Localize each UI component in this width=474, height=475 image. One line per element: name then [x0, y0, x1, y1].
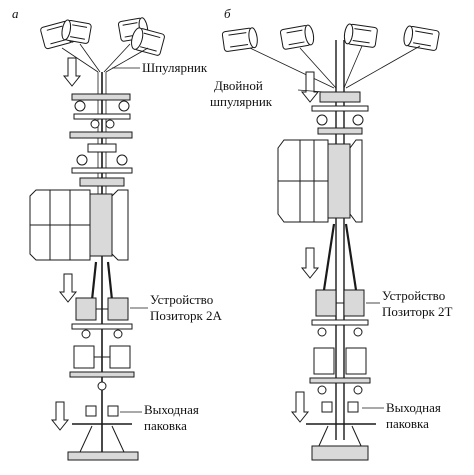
panel-a-letter: а	[12, 6, 19, 21]
positorq-2t-device	[311, 289, 369, 337]
label-creel-b-line1: Двойной	[214, 78, 263, 93]
godet-rolls-b	[309, 347, 371, 395]
panel-b-letter: б	[224, 6, 231, 21]
twist-lines-a	[90, 261, 114, 301]
heater-block-a	[29, 189, 129, 261]
label-device-b-line1: Устройство	[382, 288, 445, 303]
flow-arrow-a-1	[62, 57, 82, 87]
label-output-a-line1: Выходная	[144, 402, 199, 417]
guide-rollers-b	[311, 91, 369, 135]
label-device-a-line2: Позиторк 2А	[150, 308, 223, 323]
positorq-2a-device	[71, 297, 133, 339]
creel-bobbins-a	[40, 17, 165, 56]
label-output-b-line1: Выходная	[386, 400, 441, 415]
heater-block-b	[277, 139, 363, 223]
label-creel-a: Шпулярник	[142, 60, 208, 75]
panel-b	[221, 23, 440, 461]
twist-lines-b	[322, 223, 358, 291]
flow-arrow-a-3	[50, 401, 70, 431]
label-device-b-line2: Позиторк 2Т	[382, 304, 453, 319]
label-output-b-line2: паковка	[386, 416, 429, 431]
double-creel-bobbins-b	[221, 23, 440, 52]
flow-arrow-b-2	[300, 247, 320, 279]
panel-a	[29, 17, 165, 461]
label-device-a-line1: Устройство	[150, 292, 213, 307]
leader-creel-b	[297, 89, 325, 93]
godet-rolls-a	[69, 345, 135, 391]
takeup-a	[67, 405, 139, 461]
yarn-paths-b	[249, 40, 421, 89]
flow-arrow-b-3	[290, 391, 310, 423]
flow-arrow-b-1	[300, 71, 320, 103]
takeup-b	[306, 401, 376, 461]
flow-arrow-a-2	[58, 273, 78, 303]
guide-rollers-a	[69, 93, 133, 187]
label-output-a-line2: паковка	[144, 418, 187, 433]
label-creel-b-line2: шпулярник	[210, 94, 273, 109]
